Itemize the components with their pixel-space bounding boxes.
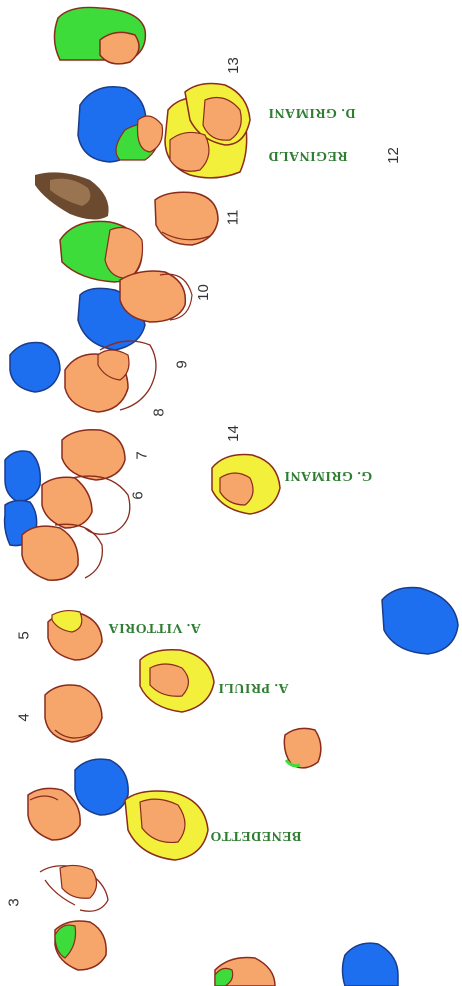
head-5 <box>48 611 102 660</box>
number-label-5: 5 <box>17 631 32 639</box>
head-12-13 <box>165 84 250 178</box>
number-label-7: 7 <box>135 451 150 459</box>
number-label-12: 12 <box>386 147 401 164</box>
number-label-4: 4 <box>17 713 32 721</box>
head-blue-top <box>78 87 163 162</box>
head-small-mid <box>284 728 321 768</box>
head-a-priuli <box>140 650 214 712</box>
head-benedetto <box>125 791 208 860</box>
head-bottom-blue <box>343 943 399 986</box>
head-blue-small <box>10 343 60 393</box>
head-11 <box>155 192 218 245</box>
head-14 <box>212 455 280 514</box>
name-label-a-priuli: A. PRIULI <box>218 680 289 694</box>
head-green-bottom <box>55 921 106 970</box>
number-label-14: 14 <box>226 425 241 442</box>
portrait-photo <box>35 172 109 219</box>
head-green-mid <box>60 221 143 282</box>
head-3 <box>40 865 108 911</box>
number-label-9: 9 <box>175 360 190 368</box>
name-label-g-grimani: G. GRIMANI <box>284 468 372 482</box>
number-label-11: 11 <box>225 210 240 226</box>
head-10 <box>78 271 192 350</box>
name-label-reginald: REGINALD <box>268 148 347 162</box>
head-4 <box>45 685 102 742</box>
number-label-10: 10 <box>196 284 211 301</box>
name-label-d-grimani: D. GRIMANI <box>268 105 355 119</box>
head-top-left <box>54 7 145 63</box>
head-blue-mid <box>75 759 128 815</box>
head-blue-right <box>382 588 458 655</box>
head-7 <box>62 430 125 480</box>
name-label-benedetto: BENEDETTO <box>210 828 301 842</box>
head-bottom-center <box>215 958 275 986</box>
head-9 <box>65 341 156 412</box>
number-label-3: 3 <box>7 898 22 906</box>
head-white-benedetto <box>28 788 80 840</box>
number-label-13: 13 <box>226 57 241 74</box>
name-label-a-vittoria: A. VITTORIA <box>108 620 201 634</box>
number-label-8: 8 <box>152 408 167 416</box>
number-label-6: 6 <box>131 491 146 499</box>
